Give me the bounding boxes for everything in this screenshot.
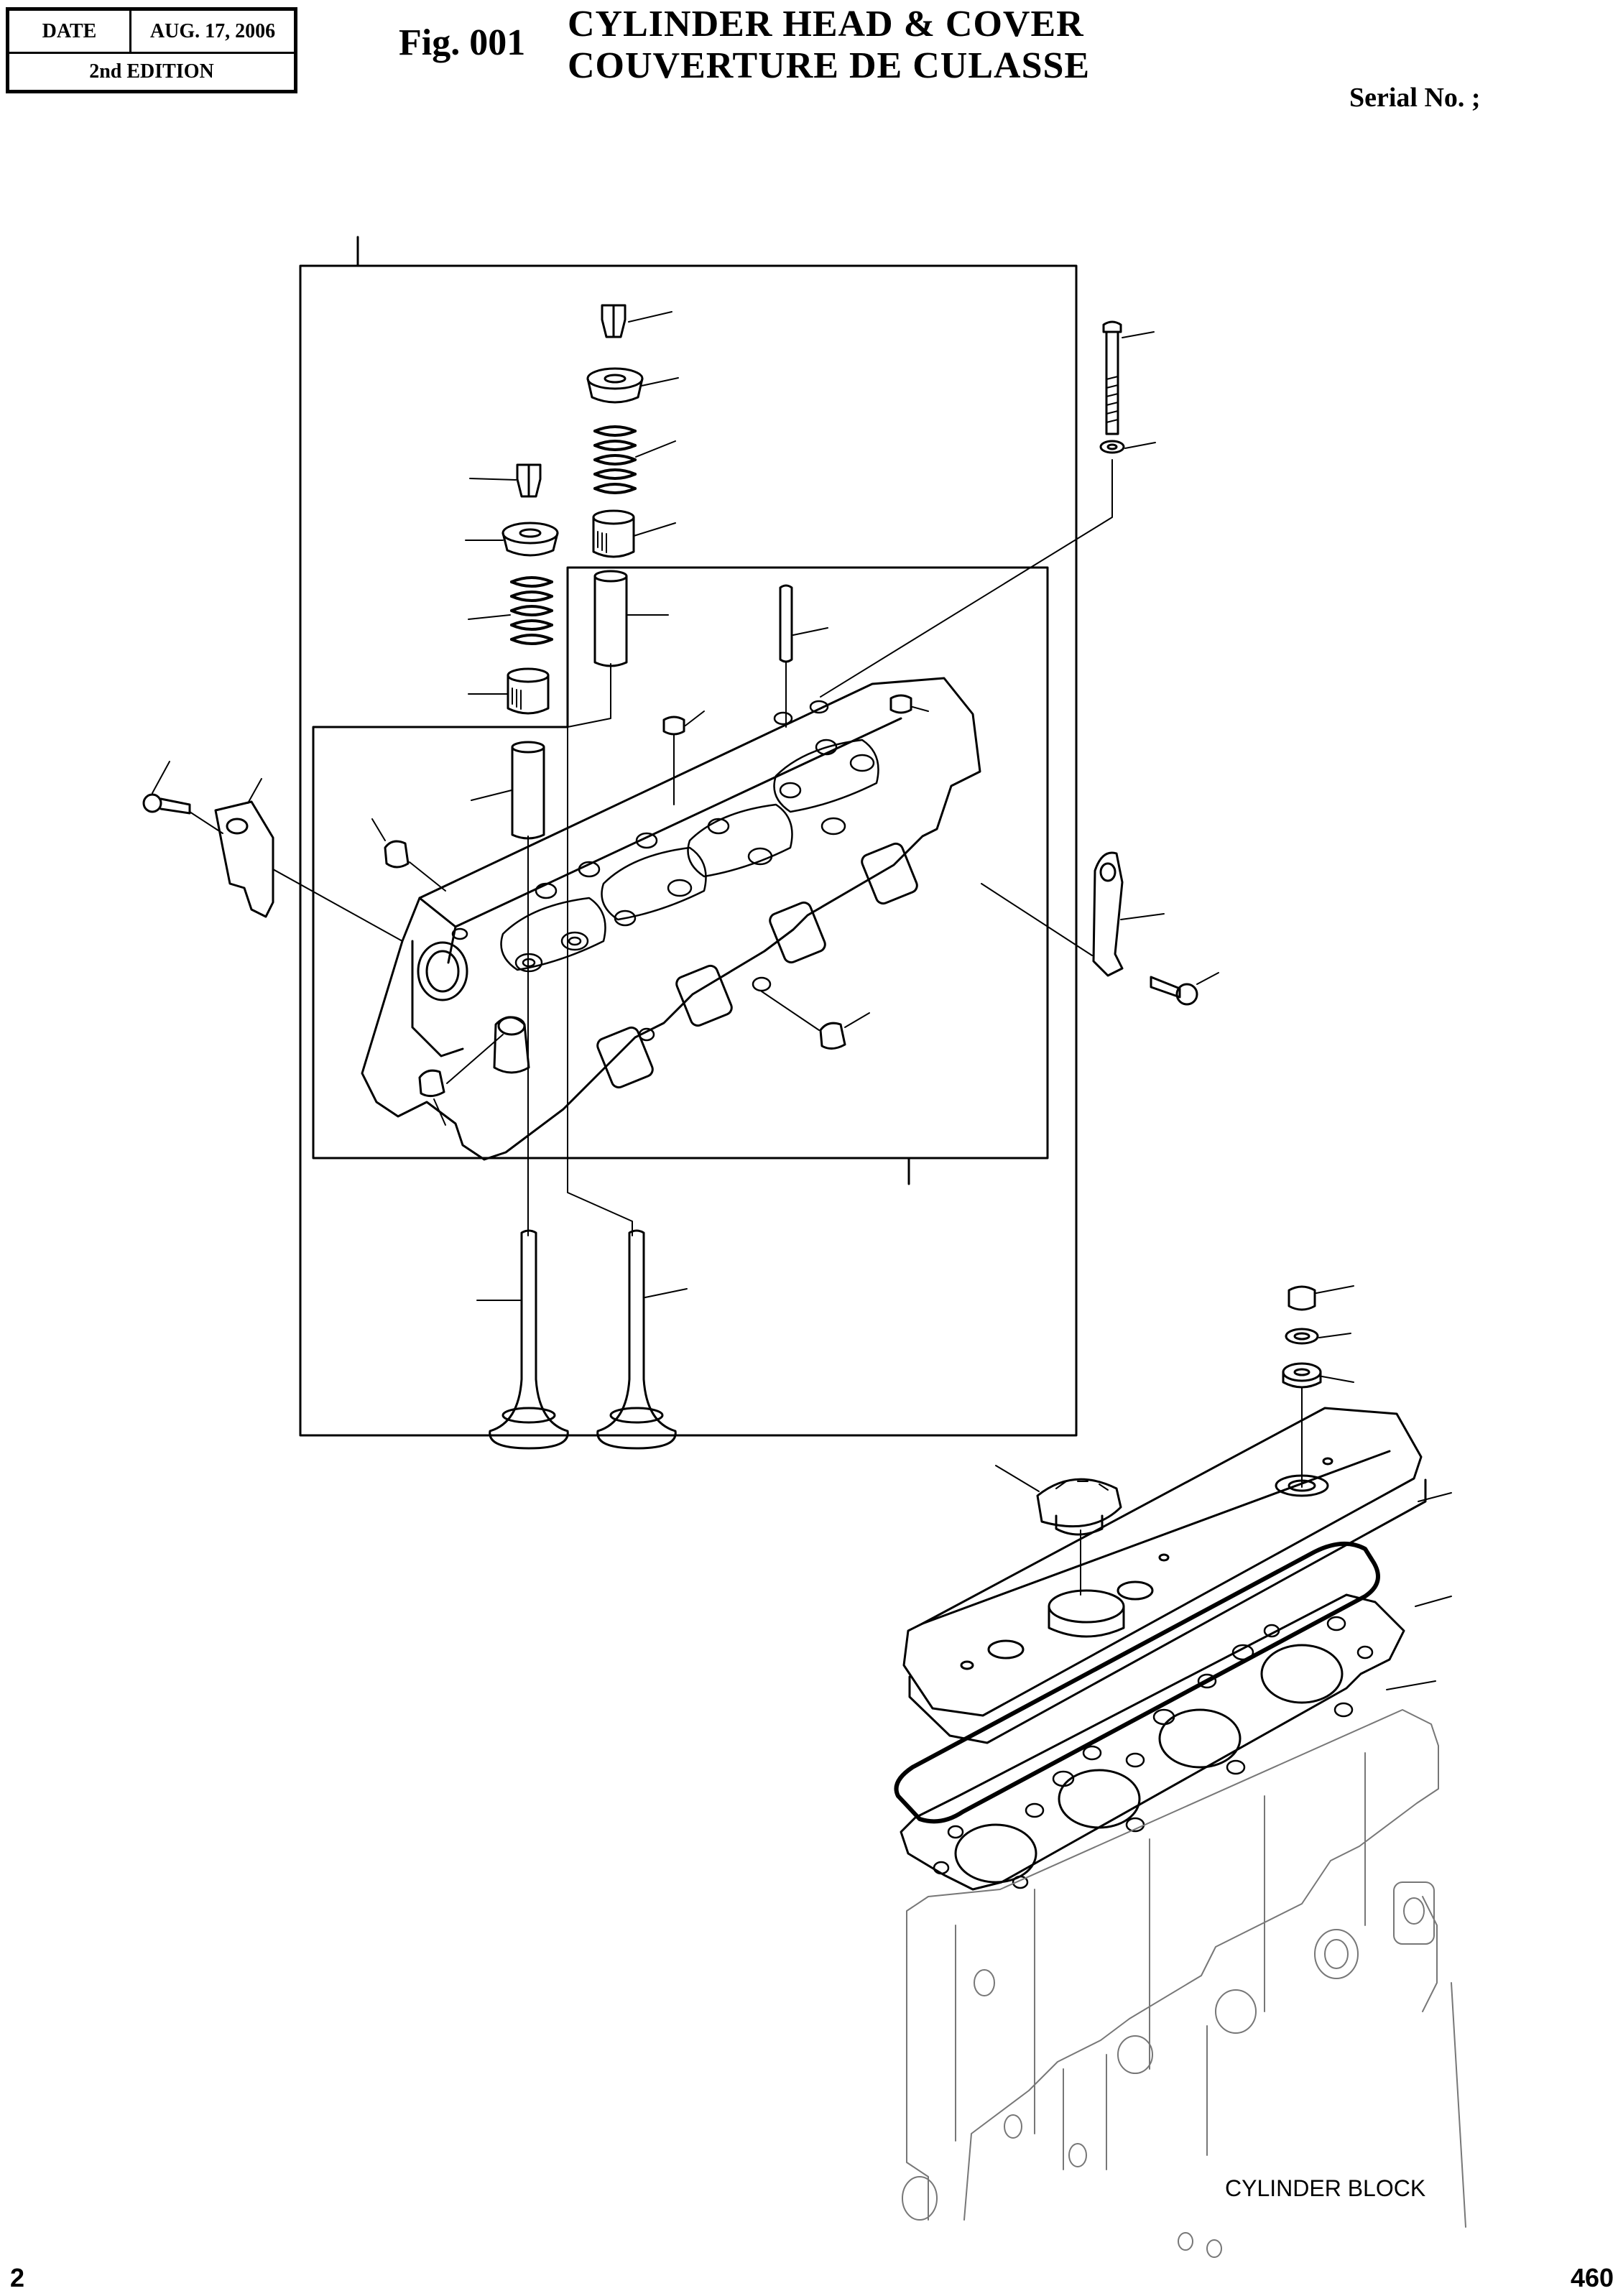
plug-icon: [761, 991, 870, 1050]
valve-cotter-icon: [469, 463, 542, 498]
cylinder-block-icon: [902, 1709, 1466, 2258]
spring-retainer-icon: [465, 522, 559, 557]
valve-icon: [476, 1229, 569, 1450]
plug-icon: [371, 818, 446, 892]
rocker-cover-icon: [902, 1407, 1452, 1744]
oil-filler-cap-icon: [995, 1465, 1122, 1596]
cylinder-head-frame: [312, 566, 1049, 1185]
valve-spring-icon: [593, 425, 676, 494]
date-edition-box: DATE AUG. 17, 2006 2nd EDITION: [6, 7, 297, 93]
washer-icon: [1285, 1328, 1351, 1345]
title-english: CYLINDER HEAD & COVER: [568, 4, 1084, 45]
valve-stem-seal-icon: [592, 509, 676, 558]
engine-hanger-icon: [981, 851, 1165, 977]
valve-train-frame: [299, 236, 1078, 1437]
hanger-bolt-icon: [142, 761, 223, 834]
valve-guide-icon: [593, 570, 669, 667]
serial-number-label: Serial No. ;: [1349, 83, 1481, 113]
cover-bolt-icon: [1288, 1285, 1354, 1311]
figure-number: Fig. 001: [399, 22, 526, 63]
date-value: AUG. 17, 2006: [131, 11, 294, 54]
title-french: COUVERTURE DE CULASSE: [568, 45, 1091, 86]
valve-spring-icon: [468, 576, 553, 645]
date-label: DATE: [9, 11, 131, 54]
head-gasket-icon: [900, 1593, 1436, 1891]
valve-icon: [596, 1229, 688, 1450]
hanger-bolt-icon: [1150, 972, 1219, 1006]
cylinder-head-icon: [361, 677, 981, 1161]
document-number: 460: [1571, 2263, 1614, 2292]
assembly-lines: [527, 663, 633, 1236]
cylinder-block-label: CYLINDER BLOCK: [1225, 2175, 1426, 2201]
engine-hanger-icon: [214, 778, 403, 942]
edition-label: 2nd EDITION: [89, 60, 214, 83]
page-number: 2: [10, 2263, 25, 2292]
spring-retainer-icon: [586, 367, 679, 404]
washer-icon: [820, 440, 1156, 698]
plug-icon: [418, 1034, 504, 1126]
plug-icon: [889, 694, 929, 714]
plug-icon: [662, 710, 705, 805]
rubber-seal-icon: [1282, 1362, 1354, 1488]
valve-cotter-icon: [601, 304, 672, 338]
valve-guide-icon: [471, 741, 545, 840]
cover-gasket-icon: [894, 1541, 1452, 1824]
dowel-pin-icon: [779, 584, 828, 728]
valve-stem-seal-icon: [468, 667, 550, 715]
head-bolt-icon: [1102, 320, 1155, 435]
